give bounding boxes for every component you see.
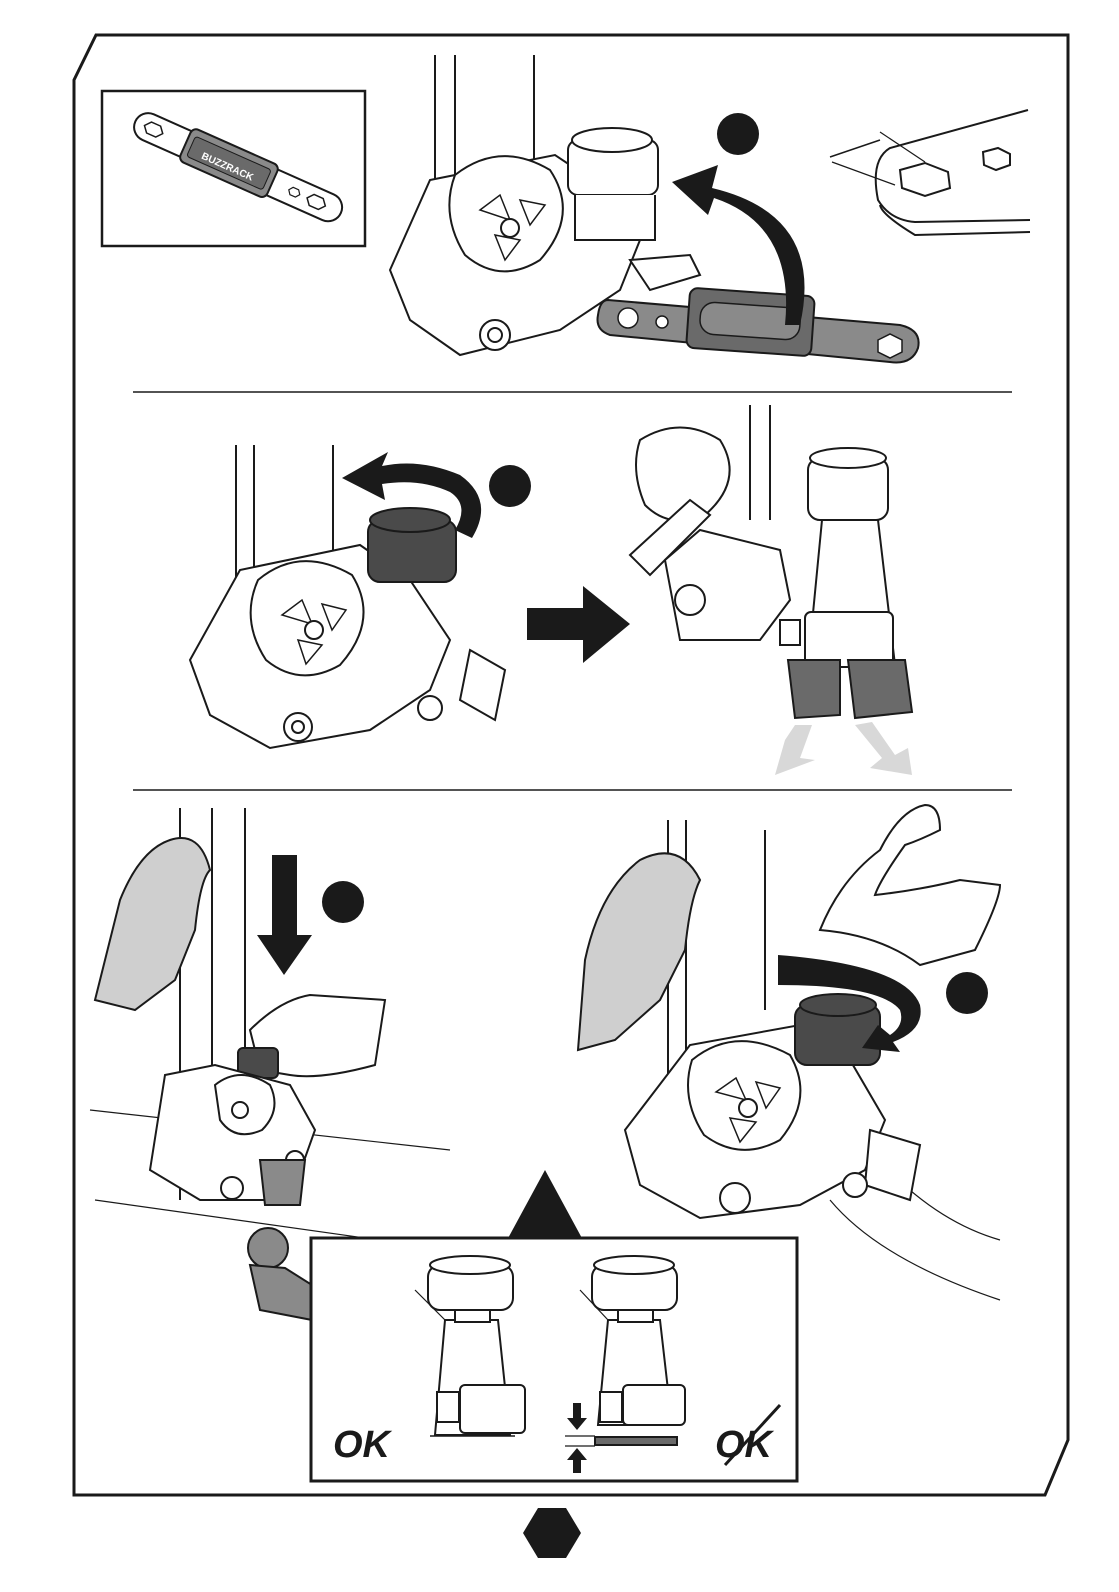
- step-marker-icon: [489, 465, 531, 507]
- tool-inset: BUZZRACK: [102, 91, 365, 246]
- wrench-detail: [830, 110, 1030, 235]
- hand-left-upper: [95, 838, 210, 1010]
- wrench-in-use: [598, 288, 919, 363]
- hand-right-upper: [578, 853, 700, 1050]
- right-arrow-icon: [527, 586, 630, 663]
- step-marker-icon: [946, 972, 988, 1014]
- down-arrow-icon: [257, 855, 312, 975]
- step-marker-icon: [717, 113, 759, 155]
- rack-clamp-step2-right: [630, 405, 895, 667]
- jaw-release-arrows: [775, 722, 912, 775]
- clamp-jaws: [788, 660, 912, 718]
- hexagon-page-icon: [523, 1508, 581, 1558]
- knob-step4: [795, 994, 880, 1065]
- tow-ball: [248, 1228, 312, 1320]
- knob-step2: [368, 508, 456, 582]
- flexed-arm-icon: [820, 805, 1000, 965]
- clamp-step3: [150, 1065, 315, 1205]
- ok-label: OK: [333, 1424, 393, 1466]
- step-marker-icon: [322, 881, 364, 923]
